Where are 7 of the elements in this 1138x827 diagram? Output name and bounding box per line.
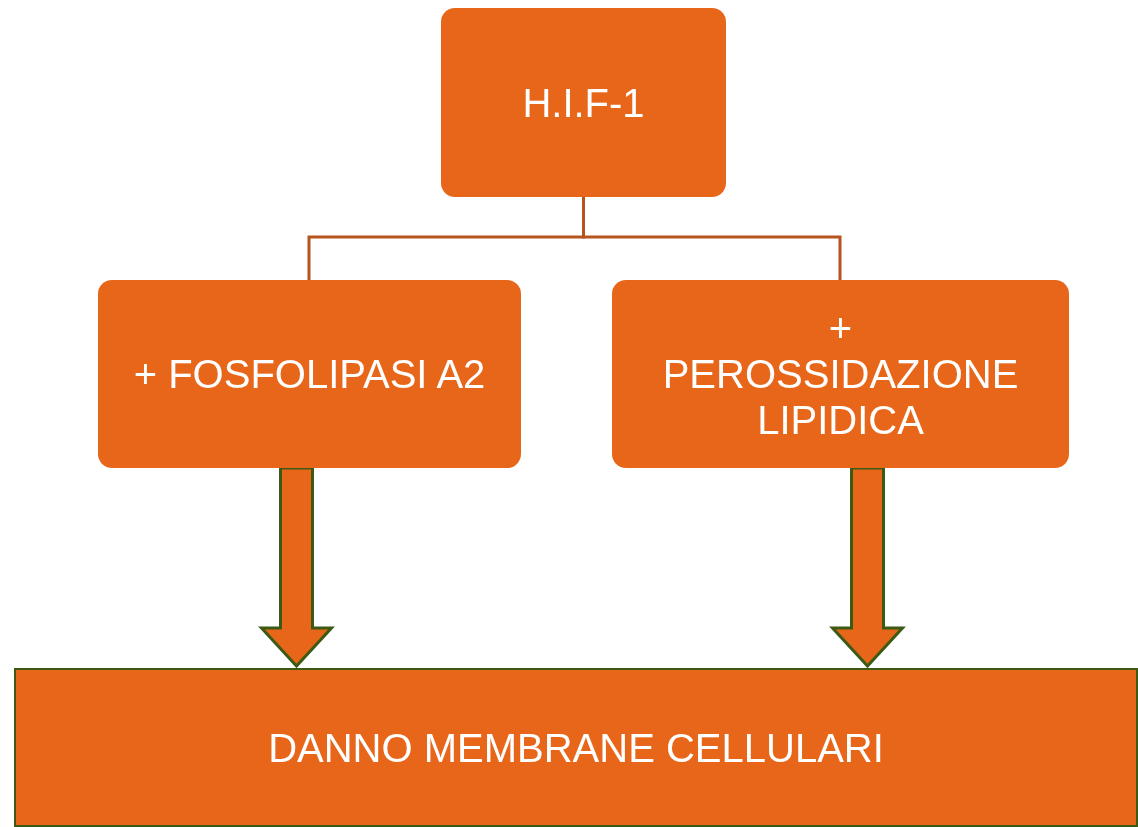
process-box: + FOSFOLIPASI A2 <box>98 280 521 468</box>
process-box: H.I.F-1 <box>441 8 726 197</box>
process-box: DANNO MEMBRANE CELLULARI <box>14 668 1138 827</box>
connector-line <box>582 197 842 280</box>
block-arrow <box>829 466 906 669</box>
process-box: + PEROSSIDAZIONE LIPIDICA <box>612 280 1069 468</box>
block-arrow <box>258 466 335 669</box>
